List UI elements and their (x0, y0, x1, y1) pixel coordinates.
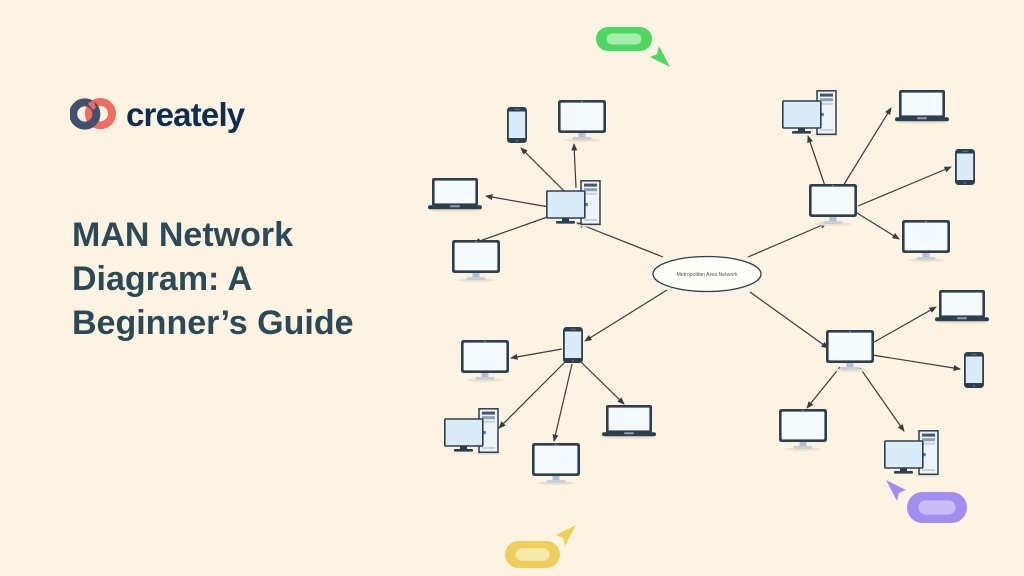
monitor-icon (532, 443, 580, 485)
collaborator-purple-pointer-icon (886, 480, 906, 501)
man-ellipse-label: Metropolitan Area Network (676, 272, 738, 278)
network-edge (856, 212, 900, 240)
laptop-icon (602, 405, 656, 439)
creately-logo: creately (70, 95, 245, 133)
collaborator-green-cursor (596, 27, 670, 67)
monitor-icon (826, 330, 874, 372)
desktop-pc-icon (547, 181, 601, 227)
network-edge (747, 222, 828, 258)
laptop-icon (895, 90, 949, 124)
network-edge (510, 348, 563, 360)
collaborator-green-pointer-icon (650, 46, 670, 67)
network-edge (584, 289, 668, 342)
desktop-pc-icon (445, 409, 499, 455)
collaborator-cursors (505, 27, 967, 568)
collaborator-yellow-pointer-icon (556, 525, 576, 546)
monitor-icon (461, 340, 509, 382)
network-edge (485, 194, 550, 208)
collaborator-yellow-cursor (505, 525, 576, 568)
network-edge (552, 363, 573, 442)
monitor-icon (779, 409, 827, 451)
network-edge (520, 147, 567, 194)
network-edge (842, 107, 892, 187)
network-edge (571, 143, 578, 189)
desktop-pc-icon (885, 431, 939, 477)
center-node: Metropolitan Area Network (652, 255, 762, 293)
collaborator-yellow-label-text-placeholder (515, 548, 550, 561)
smartphone-icon (964, 352, 984, 388)
network-edge (576, 222, 664, 258)
network-edge (871, 354, 961, 371)
smartphone-icon (563, 327, 583, 363)
man-ellipse (652, 255, 762, 293)
brand-wordmark: creately (126, 95, 245, 133)
collaborator-green-label-text-placeholder (606, 33, 642, 45)
network-edge (498, 359, 568, 429)
connection-lines (473, 107, 961, 442)
page-title: MAN Network Diagram: A Beginner’s Guide (72, 215, 354, 343)
smartphone-icon (955, 149, 975, 185)
network-edge (807, 135, 826, 187)
network-edge (806, 366, 841, 409)
network-edge (473, 214, 554, 244)
network-edge (859, 367, 905, 432)
desktop-pc-icon (783, 91, 837, 137)
network-edge (749, 291, 829, 349)
network-edge (580, 361, 625, 405)
laptop-icon (428, 178, 482, 212)
smartphone-icon (507, 107, 527, 143)
monitor-icon (558, 100, 606, 142)
laptop-icon (935, 290, 989, 324)
network-edge (857, 166, 952, 207)
collaborator-purple-label-text-placeholder (918, 500, 956, 515)
network-edge (868, 306, 937, 346)
monitor-icon (809, 184, 857, 226)
creately-rings-icon (70, 98, 116, 130)
monitor-icon (452, 240, 500, 282)
monitor-icon (902, 220, 950, 262)
collaborator-purple-cursor (886, 480, 967, 523)
